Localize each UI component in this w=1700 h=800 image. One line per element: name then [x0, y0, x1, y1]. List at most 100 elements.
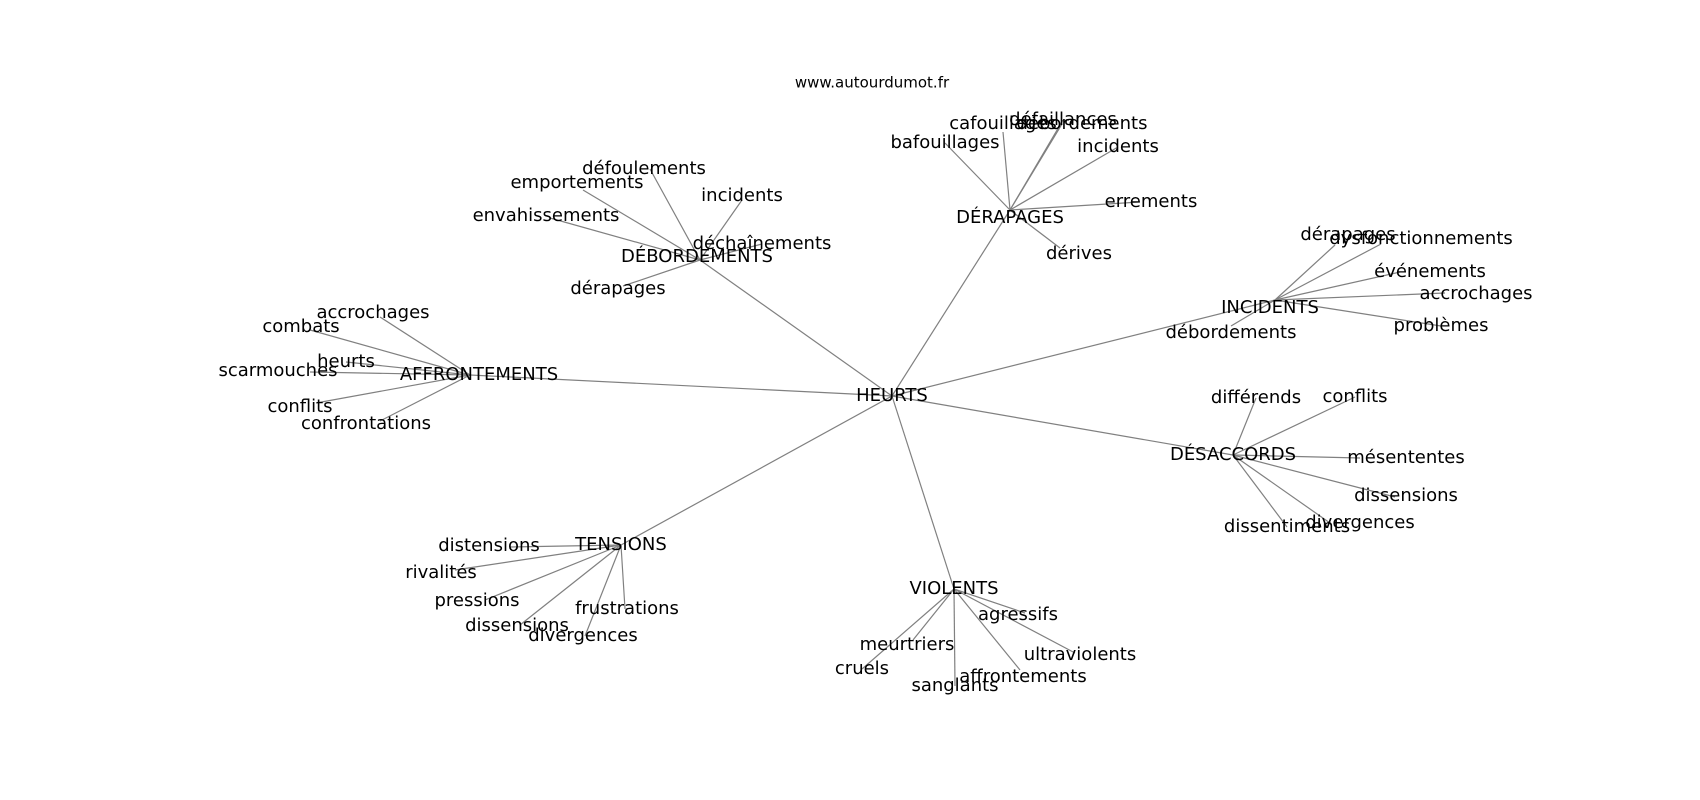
edge-incidents-debordements	[1230, 299, 1276, 327]
node-derapages-errements: errements	[1105, 191, 1198, 212]
node-affrontements-accrochages: accrochages	[316, 302, 429, 323]
edge-desaccords-mesententes	[1232, 454, 1361, 459]
edge-incidents-dysfonctionnements	[1274, 243, 1382, 301]
edge-affrontements-confrontations	[379, 374, 471, 422]
node-tensions-rivalites: rivalités	[405, 562, 477, 583]
node-cluster-tensions: TENSIONS	[574, 534, 667, 555]
edge-incidents-derapages	[1274, 244, 1336, 301]
edge-debordements-envahissements	[549, 217, 701, 261]
node-tensions-dissensions: dissensions	[465, 615, 569, 636]
edge-desaccords-divergences	[1232, 454, 1331, 524]
edge-desaccords-differends	[1232, 397, 1257, 456]
edge-derapages-errements	[1009, 201, 1141, 211]
edge-affrontements-scarmouches	[309, 371, 471, 376]
graph-edges	[309, 119, 1446, 687]
node-debordements-dechainements: déchaînements	[693, 233, 832, 254]
node-debordements-defoulements: défoulements	[582, 158, 706, 179]
node-cluster-derapages: DÉRAPAGES	[956, 206, 1064, 228]
graph-nodes: HEURTSDÉRAPAGEScafouillagesdébordementsb…	[218, 109, 1532, 696]
node-derapages-debordements: débordements	[1017, 113, 1148, 134]
edge-violents-sanglants	[953, 588, 956, 687]
node-desaccords-dissentiments: dissentiments	[1224, 516, 1350, 537]
node-debordements-envahissements: envahissements	[473, 205, 620, 226]
node-incidents-accrochages: accrochages	[1419, 283, 1532, 304]
edge-affrontements-accrochages	[379, 316, 471, 376]
node-affrontements-combats: combats	[262, 316, 339, 337]
edge-violents-affrontements	[953, 588, 1021, 671]
node-desaccords-dissensions: dissensions	[1354, 485, 1458, 506]
edge-tensions-pressions	[484, 544, 622, 601]
edge-center-desaccords	[891, 395, 1234, 456]
edge-derapages-derives	[1009, 209, 1061, 249]
node-cluster-incidents: INCIDENTS	[1221, 297, 1319, 318]
node-affrontements-confrontations: confrontations	[301, 413, 431, 434]
edge-derapages-incidents	[1009, 146, 1119, 211]
node-cluster-violents: VIOLENTS	[909, 578, 998, 599]
edge-violents-meurtriers	[912, 588, 955, 641]
edge-center-debordements	[699, 259, 893, 397]
node-debordements-derapages: dérapages	[570, 278, 665, 299]
node-desaccords-divergences: divergences	[1305, 512, 1415, 533]
edge-violents-agressifs	[953, 588, 1026, 614]
edge-center-violents	[891, 395, 955, 590]
edge-tensions-divergences	[584, 544, 622, 637]
edge-affrontements-combats	[309, 329, 471, 376]
edge-incidents-accrochages	[1274, 292, 1446, 301]
node-tensions-frustrations: frustrations	[575, 598, 679, 619]
node-violents-cruels: cruels	[835, 658, 889, 679]
edge-incidents-evenements	[1274, 271, 1401, 301]
edge-affrontements-conflits	[315, 374, 471, 404]
edge-debordements-incidents	[699, 199, 743, 261]
edge-debordements-emportements	[582, 189, 701, 261]
node-tensions-divergences: divergences	[528, 625, 638, 646]
edge-derapages-cafouillages	[1002, 131, 1011, 211]
node-tensions-pressions: pressions	[434, 590, 519, 611]
edge-debordements-dechainements	[699, 243, 763, 261]
edge-debordements-derapages	[622, 259, 701, 287]
edge-violents-ultraviolents	[953, 588, 1076, 654]
node-cluster-affrontements: AFFRONTEMENTS	[400, 364, 558, 385]
node-affrontements-scarmouches: scarmouches	[218, 360, 337, 381]
edge-incidents-problemes	[1274, 299, 1442, 327]
source-watermark: www.autourdumot.fr	[795, 74, 950, 92]
edge-derapages-bafouillages	[944, 142, 1011, 211]
edge-tensions-dissensions	[519, 544, 622, 626]
node-tensions-distensions: distensions	[438, 535, 540, 556]
edge-derapages-defaillances	[1009, 119, 1064, 211]
node-violents-sanglants: sanglants	[911, 675, 998, 696]
node-desaccords-mesententes: mésententes	[1347, 447, 1465, 468]
node-derapages-bafouillages: bafouillages	[890, 132, 999, 153]
node-incidents-derapages: dérapages	[1300, 224, 1395, 245]
edge-desaccords-dissentiments	[1232, 454, 1288, 528]
node-debordements-incidents: incidents	[701, 185, 783, 206]
node-incidents-evenements: événements	[1374, 261, 1486, 282]
node-desaccords-differends: différends	[1211, 387, 1301, 408]
node-affrontements-heurts: heurts	[317, 351, 375, 372]
edge-tensions-distensions	[509, 544, 622, 548]
node-cluster-desaccords: DÉSACCORDS	[1170, 443, 1296, 465]
node-violents-meurtriers: meurtriers	[860, 634, 955, 655]
node-incidents-debordements: débordements	[1166, 322, 1297, 343]
node-derapages-derives: dérives	[1046, 243, 1112, 264]
node-debordements-emportements: emportements	[510, 172, 643, 193]
node-affrontements-conflits: conflits	[267, 396, 332, 417]
node-incidents-problemes: problèmes	[1394, 315, 1489, 336]
node-cluster-debordements: DÉBORDEMENTS	[621, 245, 773, 267]
edge-center-incidents	[891, 299, 1276, 397]
edge-center-tensions	[620, 395, 893, 546]
node-violents-agressifs: agressifs	[978, 604, 1058, 625]
node-violents-ultraviolents: ultraviolents	[1024, 644, 1136, 665]
node-derapages-incidents: incidents	[1077, 136, 1159, 157]
edge-desaccords-conflits	[1232, 396, 1356, 456]
edge-tensions-rivalites	[454, 544, 622, 571]
node-center-heurts: HEURTS	[856, 385, 928, 406]
edge-debordements-defoulements	[649, 168, 701, 261]
edge-center-affrontements	[469, 374, 893, 397]
node-violents-affrontements: affrontements	[959, 666, 1086, 687]
node-desaccords-conflits: conflits	[1322, 386, 1387, 407]
edge-tensions-frustrations	[620, 544, 626, 610]
node-incidents-dysfonctionnements: dysfonctionnements	[1329, 228, 1513, 249]
node-derapages-defaillances: défaillances	[1009, 109, 1117, 130]
edge-center-derapages	[891, 209, 1011, 397]
